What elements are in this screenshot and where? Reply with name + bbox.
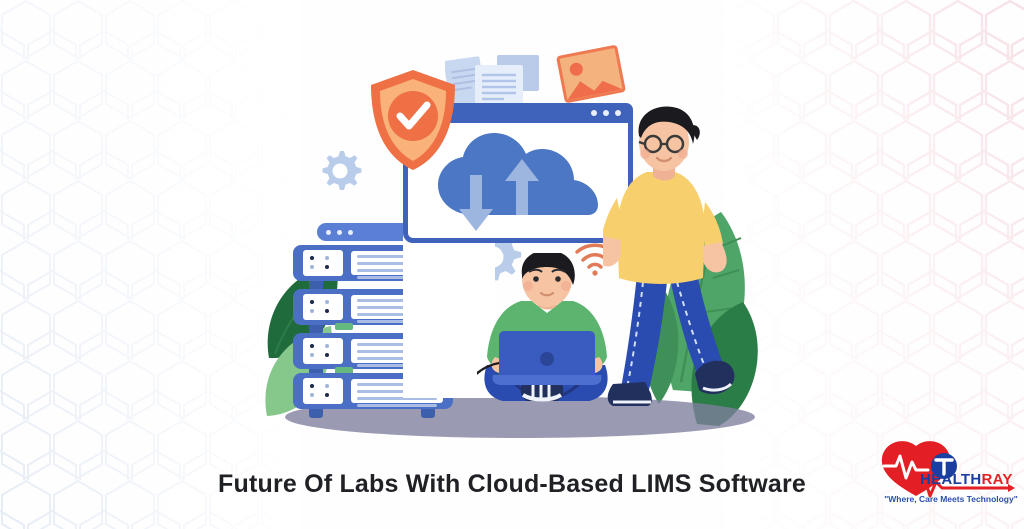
cloud-sync-icon	[438, 133, 598, 231]
heart-pulse-icon	[881, 441, 1015, 498]
gear-icon-small	[322, 151, 362, 190]
hero-illustration	[255, 28, 775, 438]
logo-tagline: "Where, Care Meets Technology"	[884, 494, 1018, 504]
browser-window-cloud-sync[interactable]	[403, 103, 633, 243]
logo-wordmark: HEALTHRAY	[920, 471, 1013, 488]
security-shield-check-icon	[371, 70, 455, 170]
healthray-logo[interactable]: HEALTHRAY "Where, Care Meets Technology"	[878, 438, 1018, 516]
page-title: Future Of Labs With Cloud-Based LIMS Sof…	[218, 470, 806, 498]
window-titlebar	[403, 103, 633, 123]
person-standing-with-glasses	[603, 106, 735, 406]
logo-word-ray: RAY	[981, 471, 1013, 488]
photo-card-icon	[555, 44, 627, 104]
person-sitting-with-laptop	[477, 253, 608, 402]
logo-word-health: HEALTH	[920, 471, 982, 488]
